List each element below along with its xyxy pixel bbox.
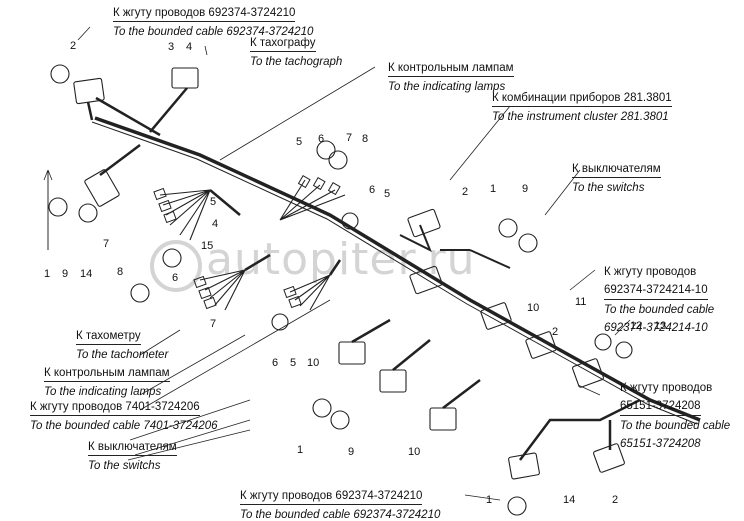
callout-7: 7 xyxy=(103,238,110,250)
callout-11: 11 xyxy=(575,296,587,308)
callout-4: 4 xyxy=(212,218,219,230)
callout-1: 1 xyxy=(297,444,304,456)
label-switch-right-en: To the switchs xyxy=(572,182,645,195)
label-lamps-left-ru: К контрольным лампам xyxy=(44,367,170,383)
label-cluster-ru: К комбинации приборов 281.3801 xyxy=(492,92,672,108)
callout-2: 2 xyxy=(612,494,619,506)
label-switch-right-ru: К выключателям xyxy=(572,163,661,179)
callout-9: 9 xyxy=(62,268,69,280)
callout-8: 8 xyxy=(117,266,124,278)
callout-6: 6 xyxy=(272,357,279,369)
callout-1: 1 xyxy=(486,494,493,506)
label-bounded-r1-ru: К жгуту проводов xyxy=(604,266,697,278)
label-tachometer-en: To the tachometer xyxy=(76,349,169,362)
callout-6: 6 xyxy=(318,133,325,145)
callout-12: 12 xyxy=(630,320,643,332)
label-lamps-top: К контрольным лампам To the indicating l… xyxy=(388,58,514,96)
callout-9: 9 xyxy=(522,183,529,195)
label-bounded-r2-ru: К жгуту проводов xyxy=(620,382,713,394)
callout-9: 9 xyxy=(348,446,355,458)
label-tachograph-ru: К тахографу xyxy=(250,37,316,53)
callout-4: 4 xyxy=(186,41,193,53)
label-lamps-left-en: To the indicating lamps xyxy=(44,386,162,399)
label-bounded-r2-en-code: 65151-3724208 xyxy=(620,438,701,450)
label-lamps-top-ru: К контрольным лампам xyxy=(388,62,514,78)
callout-2: 2 xyxy=(552,326,559,338)
label-bounded-bottom-en: To the bounded cable 692374-3724210 xyxy=(240,509,441,521)
callout-2: 2 xyxy=(70,40,77,52)
label-cluster-en: To the instrument cluster 281.3801 xyxy=(492,111,669,124)
label-bounded-r1: К жгуту проводов 692374-3724214-10 To th… xyxy=(604,262,714,336)
callout-1: 1 xyxy=(44,268,51,280)
callout-5: 5 xyxy=(210,196,217,208)
label-tachometer: К тахометру To the tachometer xyxy=(76,326,168,364)
callout-5: 5 xyxy=(384,188,391,200)
label-bounded-r1-en: To the bounded cable xyxy=(604,303,715,316)
label-tachograph: К тахографу To the tachograph xyxy=(250,33,342,71)
callout-6: 6 xyxy=(369,184,376,196)
label-bounded-r2: К жгуту проводов 65151-3724208 To the bo… xyxy=(620,378,730,452)
callout-10: 10 xyxy=(527,302,540,314)
label-bounded-left: К жгуту проводов 7401-3724206 To the bou… xyxy=(30,397,218,435)
label-bounded-r2-en: To the bounded cable xyxy=(620,419,731,432)
label-bounded-top: К жгуту проводов 692374-3724210 To the b… xyxy=(113,3,313,41)
callout-7: 7 xyxy=(210,318,217,330)
label-tachograph-en: To the tachograph xyxy=(250,56,343,69)
label-switch-left: К выключателям To the switchs xyxy=(88,437,177,475)
label-lamps-top-en: To the indicating lamps xyxy=(388,81,506,94)
label-bounded-bottom: К жгуту проводов 692374-3724210 To the b… xyxy=(240,486,440,521)
label-switch-left-ru: К выключателям xyxy=(88,441,177,457)
label-bounded-r2-code: 65151-3724208 xyxy=(620,400,701,416)
label-switch-right: К выключателям To the switchs xyxy=(572,159,661,197)
callout-14: 14 xyxy=(80,268,93,280)
callout-2: 2 xyxy=(462,186,469,198)
label-cluster: К комбинации приборов 281.3801 To the in… xyxy=(492,88,672,126)
callout-3: 3 xyxy=(168,41,175,53)
label-bounded-top-ru: К жгуту проводов 692374-3724210 xyxy=(113,7,296,23)
label-bounded-r1-code: 692374-3724214-10 xyxy=(604,284,708,300)
callout-7: 7 xyxy=(346,132,353,144)
label-bounded-bottom-ru: К жгуту проводов 692374-3724210 xyxy=(240,490,423,506)
callout-5: 5 xyxy=(296,136,303,148)
label-bounded-left-ru: К жгуту проводов 7401-3724206 xyxy=(30,401,200,417)
callout-5: 5 xyxy=(290,357,297,369)
callout-10: 10 xyxy=(307,357,320,369)
label-bounded-left-en: To the bounded cable 7401-3724206 xyxy=(30,420,218,433)
callout-13: 13 xyxy=(654,320,667,332)
callout-1: 1 xyxy=(490,183,497,195)
callout-14: 14 xyxy=(563,494,576,506)
label-lamps-left: К контрольным лампам To the indicating l… xyxy=(44,363,170,401)
label-tachometer-ru: К тахометру xyxy=(76,330,141,346)
callout-8: 8 xyxy=(362,133,369,145)
label-bounded-r1-en-code: 692374-3724214-10 xyxy=(604,322,708,334)
label-bounded-top-en: To the bounded cable 692374-3724210 xyxy=(113,26,314,39)
label-switch-left-en: To the switchs xyxy=(88,460,161,473)
callout-6: 6 xyxy=(172,272,179,284)
watermark-logo xyxy=(150,240,202,292)
callout-10: 10 xyxy=(408,446,421,458)
callout-15: 15 xyxy=(201,240,214,252)
